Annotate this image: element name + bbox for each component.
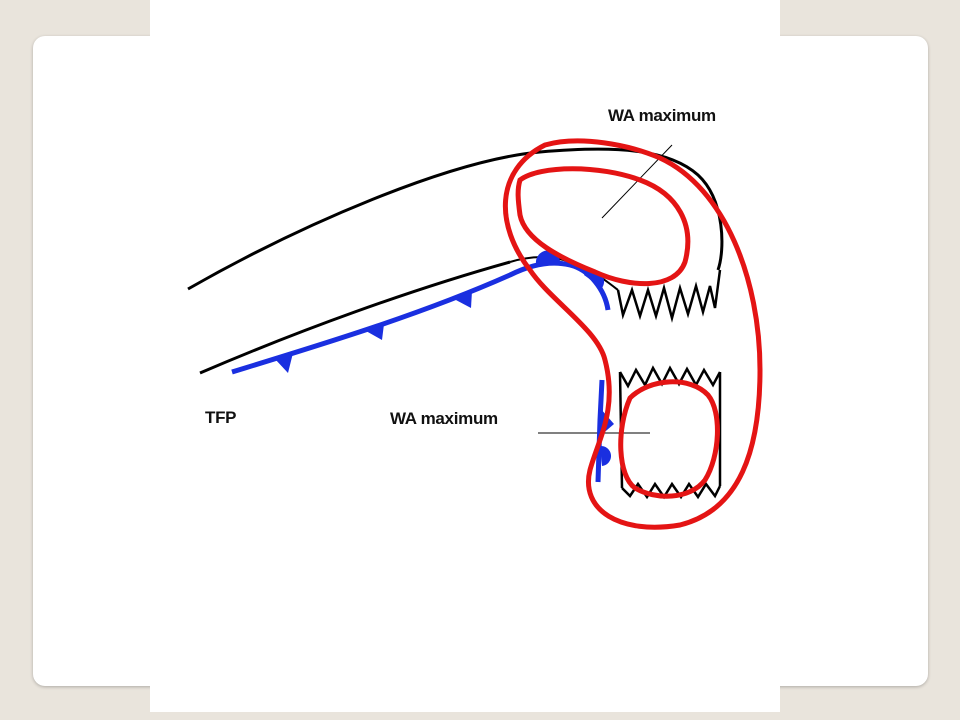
wa-outer-contour <box>502 138 763 530</box>
upper-zigzag-edge <box>616 269 722 323</box>
front-barb <box>454 291 472 308</box>
frontal-diagram <box>187 138 763 530</box>
wa-upper-maximum-contour <box>515 166 691 287</box>
front-barb <box>366 324 384 340</box>
diagram-panel: WA maximum WA maximum TFP <box>150 0 780 712</box>
front-semicircle <box>600 445 612 466</box>
lower-box-top-zigzag <box>618 365 722 389</box>
label-tfp: TFP <box>205 408 237 427</box>
cloud-band-upper-edge <box>187 147 724 291</box>
cloud-band-lower-edge <box>199 260 511 375</box>
label-wa-maximum-bottom: WA maximum <box>390 409 498 428</box>
front-barb <box>275 353 293 373</box>
lower-box-bottom-zigzag <box>621 481 722 500</box>
label-wa-maximum-top: WA maximum <box>608 106 716 125</box>
wa-lower-maximum-contour <box>618 379 720 499</box>
